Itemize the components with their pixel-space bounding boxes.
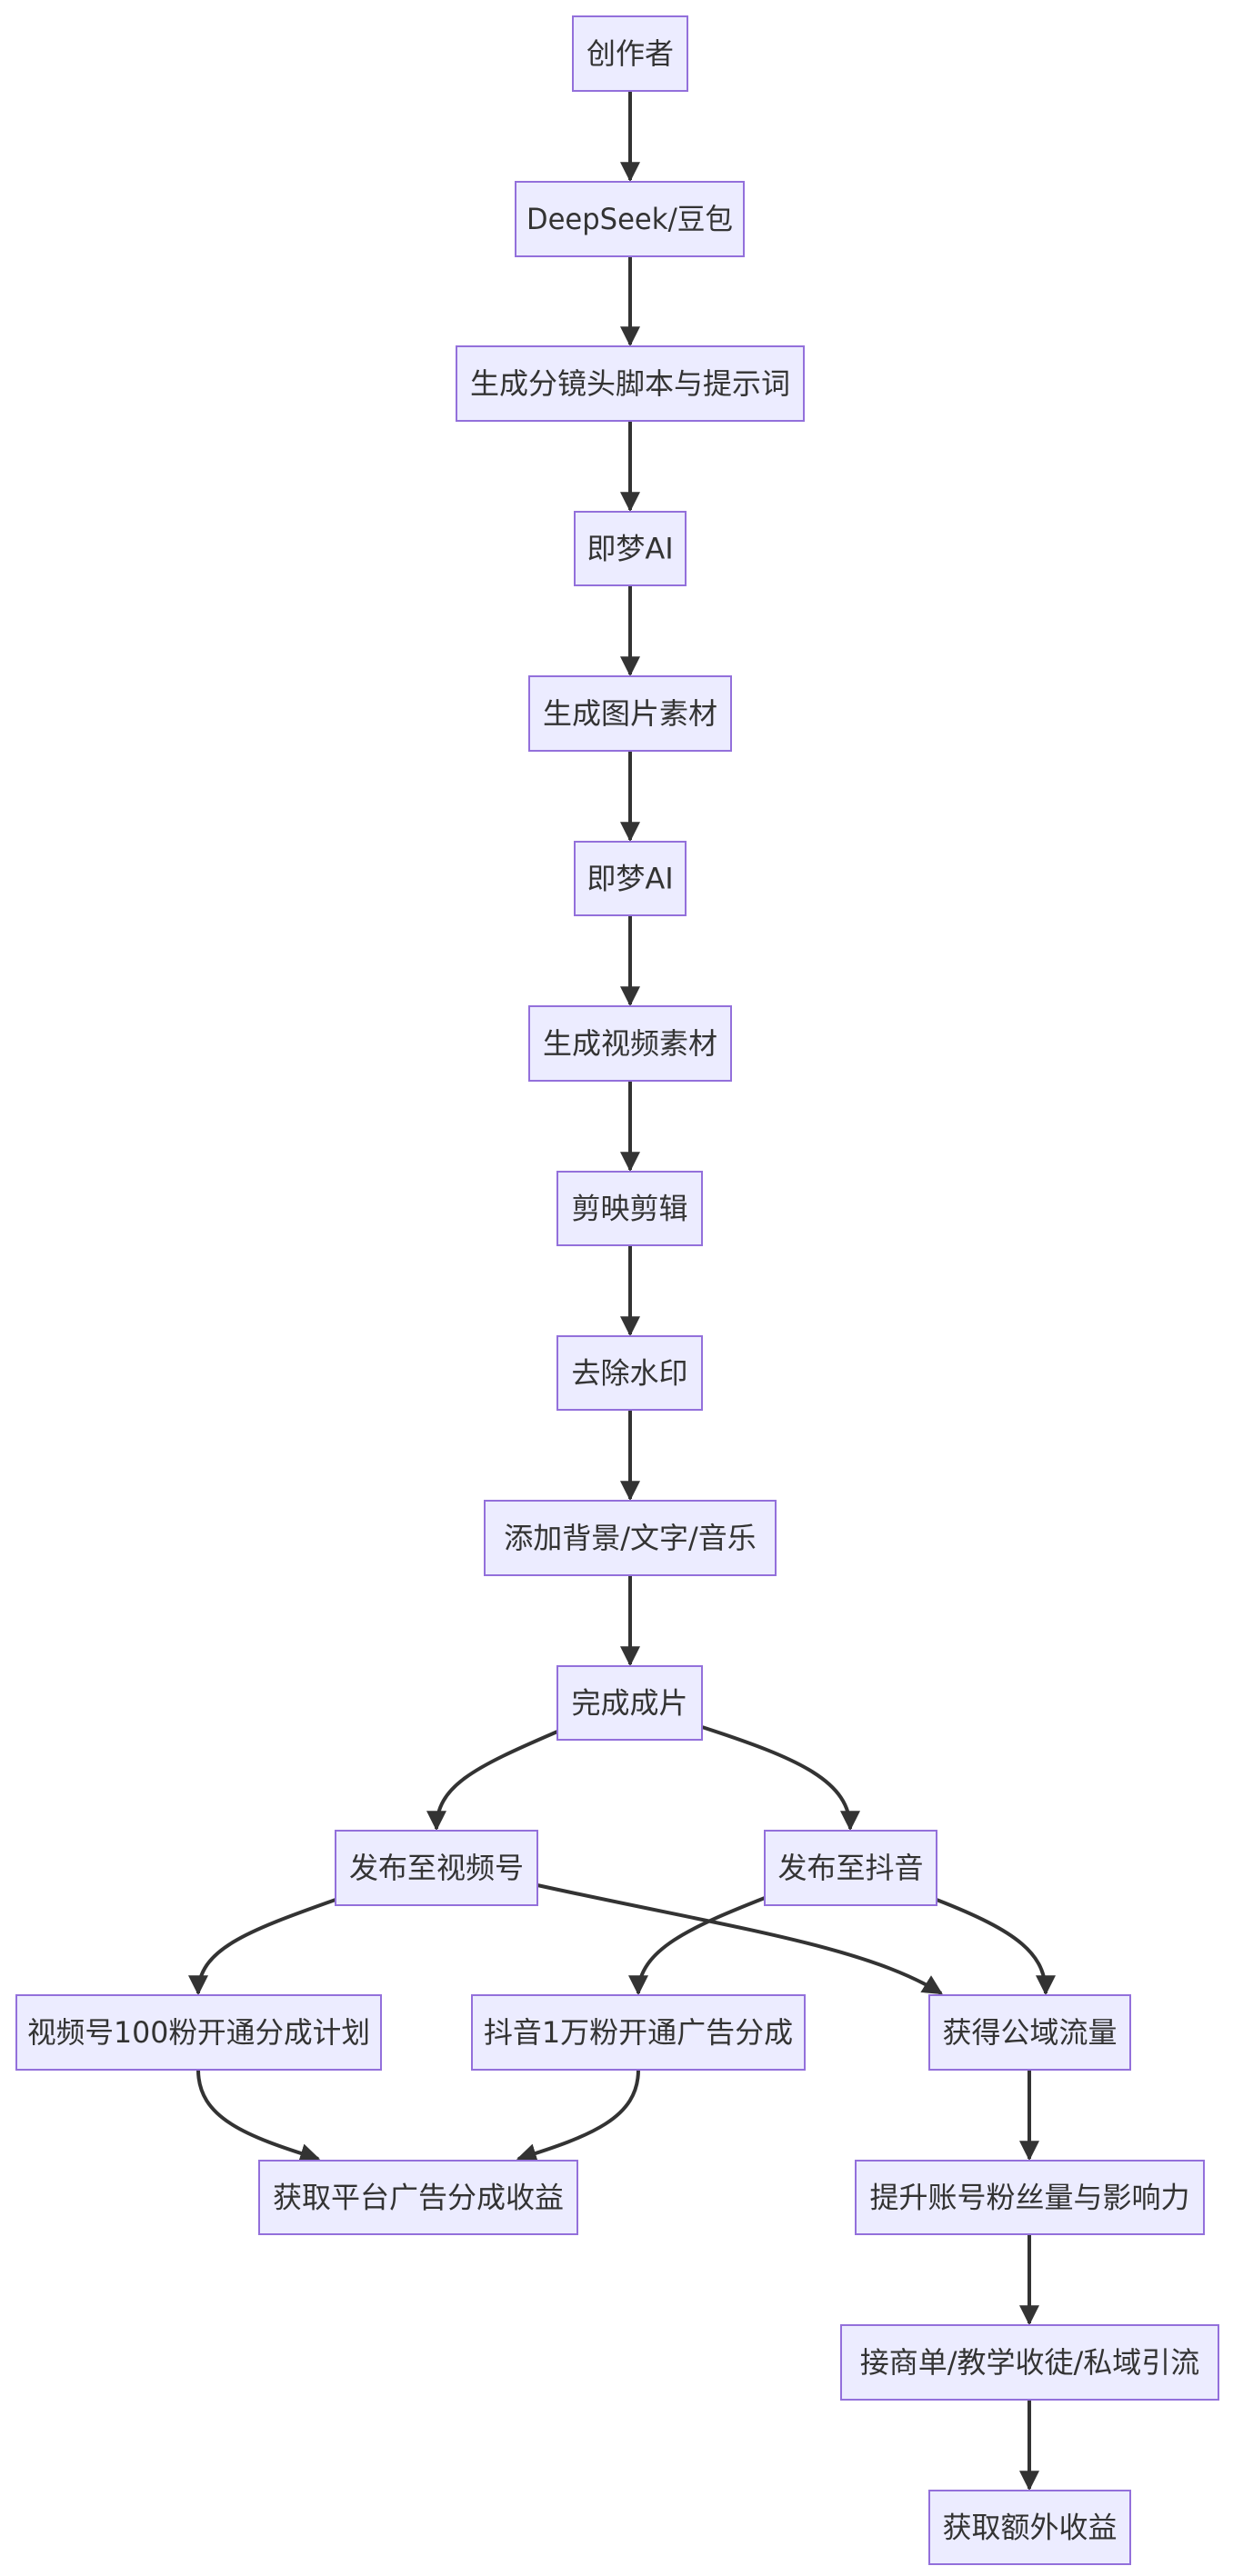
node-label: 获取额外收益 — [942, 2511, 1117, 2545]
node-video: 生成视频素材 — [528, 1005, 732, 1082]
node-finish: 完成成片 — [556, 1665, 703, 1741]
node-box — [471, 1994, 806, 2071]
edge-pubdy-to-dyplan — [628, 1896, 766, 1996]
node-business: 接商单/教学收徒/私域引流 — [840, 2324, 1219, 2401]
node-dyplan: 抖音1万粉开通广告分成 — [471, 1994, 806, 2071]
node-label: 去除水印 — [571, 1356, 687, 1391]
node-box — [484, 1500, 777, 1576]
node-label: 获得公域流量 — [942, 2015, 1117, 2050]
node-box — [928, 1994, 1131, 2071]
node-label: 添加背景/文字/音乐 — [504, 1521, 757, 1555]
node-adincome: 获取平台广告分成收益 — [258, 2160, 578, 2235]
node-box — [456, 345, 805, 422]
node-watermark: 去除水印 — [556, 1335, 703, 1411]
node-box — [572, 15, 688, 92]
node-addbg: 添加背景/文字/音乐 — [484, 1500, 777, 1576]
node-box — [556, 1171, 703, 1246]
node-box — [840, 2324, 1219, 2401]
node-box — [515, 181, 745, 257]
edge-finish-to-pubwx — [426, 1730, 558, 1832]
node-label: 即梦AI — [586, 532, 673, 566]
node-deepseek: DeepSeek/豆包 — [515, 181, 745, 257]
node-label: 视频号100粉开通分成计划 — [27, 2015, 370, 2050]
node-capcut: 剪映剪辑 — [556, 1171, 703, 1246]
node-label: 即梦AI — [586, 862, 673, 896]
node-script: 生成分镜头脚本与提示词 — [456, 345, 805, 422]
node-extra: 获取额外收益 — [928, 2490, 1131, 2565]
node-label: 发布至视频号 — [349, 1851, 524, 1885]
node-box — [258, 2160, 578, 2235]
node-label: DeepSeek/豆包 — [526, 202, 733, 236]
node-box — [556, 1665, 703, 1741]
node-box — [528, 675, 732, 752]
node-box — [928, 2490, 1131, 2565]
edge-pubdy-to-traffic — [936, 1898, 1056, 1996]
edge-layer — [188, 91, 1056, 2491]
node-box — [15, 1994, 382, 2071]
node-box — [855, 2160, 1205, 2235]
node-box — [574, 511, 687, 586]
node-pubdy: 发布至抖音 — [764, 1830, 937, 1906]
node-label: 生成分镜头脚本与提示词 — [470, 366, 790, 401]
node-label: 剪映剪辑 — [571, 1192, 687, 1226]
node-label: 提升账号粉丝量与影响力 — [869, 2181, 1189, 2215]
node-jimeng2: 即梦AI — [574, 841, 687, 916]
node-box — [528, 1005, 732, 1082]
node-jimeng1: 即梦AI — [574, 511, 687, 586]
node-label: 创作者 — [586, 36, 674, 71]
node-label: 生成图片素材 — [543, 696, 717, 731]
node-label: 抖音1万粉开通广告分成 — [484, 2015, 793, 2050]
node-wxplan: 视频号100粉开通分成计划 — [15, 1994, 382, 2071]
edge-dyplan-to-adincome — [516, 2069, 640, 2163]
edge-finish-to-pubdy — [701, 1725, 860, 1832]
node-label: 获取平台广告分成收益 — [273, 2181, 564, 2215]
node-label: 接商单/教学收徒/私域引流 — [860, 2345, 1200, 2380]
node-box — [556, 1335, 703, 1411]
node-label: 生成视频素材 — [543, 1026, 717, 1061]
node-box — [764, 1830, 937, 1906]
node-images: 生成图片素材 — [528, 675, 732, 752]
node-traffic: 获得公域流量 — [928, 1994, 1131, 2071]
node-pubwx: 发布至视频号 — [335, 1830, 538, 1906]
node-creator: 创作者 — [572, 15, 688, 92]
node-box — [574, 841, 687, 916]
node-box — [335, 1830, 538, 1906]
edge-pubwx-to-wxplan — [188, 1898, 336, 1996]
edge-wxplan-to-adincome — [196, 2069, 321, 2163]
node-influence: 提升账号粉丝量与影响力 — [855, 2160, 1205, 2235]
node-label: 发布至抖音 — [777, 1851, 923, 1885]
node-label: 完成成片 — [571, 1686, 687, 1721]
edge-pubwx-to-traffic — [536, 1883, 943, 1995]
